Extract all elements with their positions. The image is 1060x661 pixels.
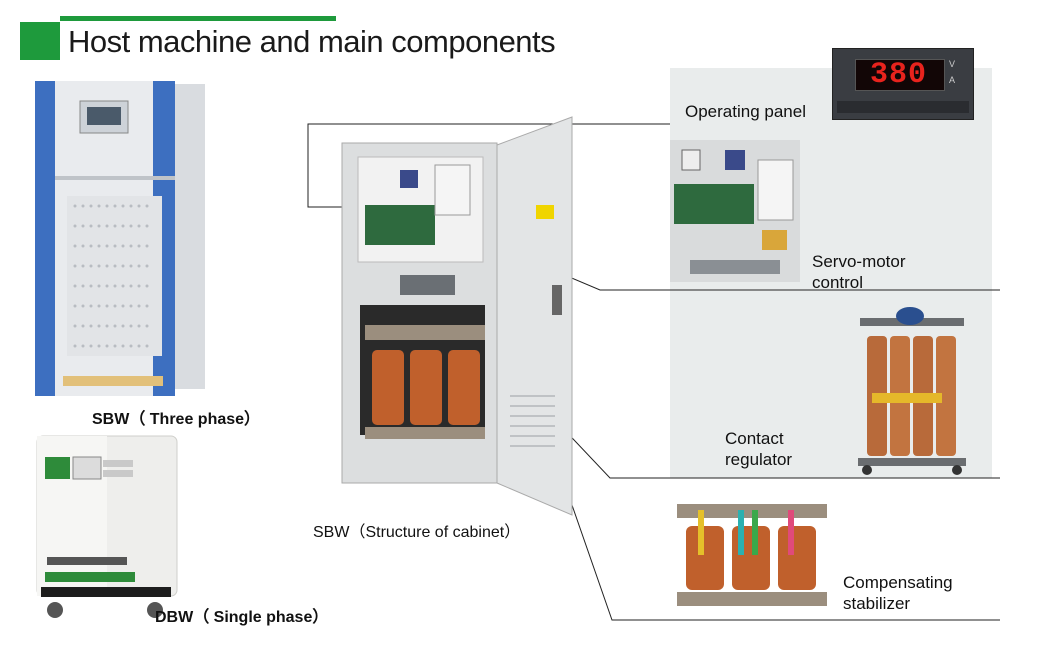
page-title: Host machine and main components xyxy=(68,24,556,59)
label-contact-regulator-line1: Contact xyxy=(725,429,784,448)
dbw-single-phase-image xyxy=(36,435,178,618)
label-compensating-stabilizer: Compensating stabilizer xyxy=(843,572,953,614)
display-unit-a: A xyxy=(949,75,956,85)
display-unit-v: V xyxy=(949,59,956,69)
label-servo-motor: Servo-motor control xyxy=(812,251,906,293)
label-servo-motor-line2: control xyxy=(812,273,864,292)
sbw-three-phase-image xyxy=(35,81,205,396)
panel-buttons xyxy=(837,101,969,113)
label-contact-regulator: Contact regulator xyxy=(725,428,792,470)
label-contact-regulator-line2: regulator xyxy=(725,450,793,469)
caption-sbw-three-phase: SBW（ Three phase） xyxy=(92,411,261,428)
label-compensating-line2: stabilizer xyxy=(843,594,911,613)
servo-motor-control-image xyxy=(670,140,800,282)
display-value: 380 xyxy=(870,58,928,92)
caption-sbw-cabinet: SBW（Structure of cabinet） xyxy=(313,524,521,541)
header-accent-line xyxy=(60,16,336,21)
operating-panel-image: 380 V A xyxy=(832,48,974,120)
label-servo-motor-line1: Servo-motor xyxy=(812,252,906,271)
contact-regulator-image xyxy=(858,307,966,475)
caption-dbw-single-phase: DBW（ Single phase） xyxy=(155,609,329,626)
label-operating-panel: Operating panel xyxy=(685,102,806,121)
sbw-cabinet-image xyxy=(341,116,573,516)
header-accent-block xyxy=(20,22,60,60)
compensating-stabilizer-image xyxy=(677,504,827,606)
label-compensating-line1: Compensating xyxy=(843,573,953,592)
digital-display: 380 xyxy=(855,58,945,92)
